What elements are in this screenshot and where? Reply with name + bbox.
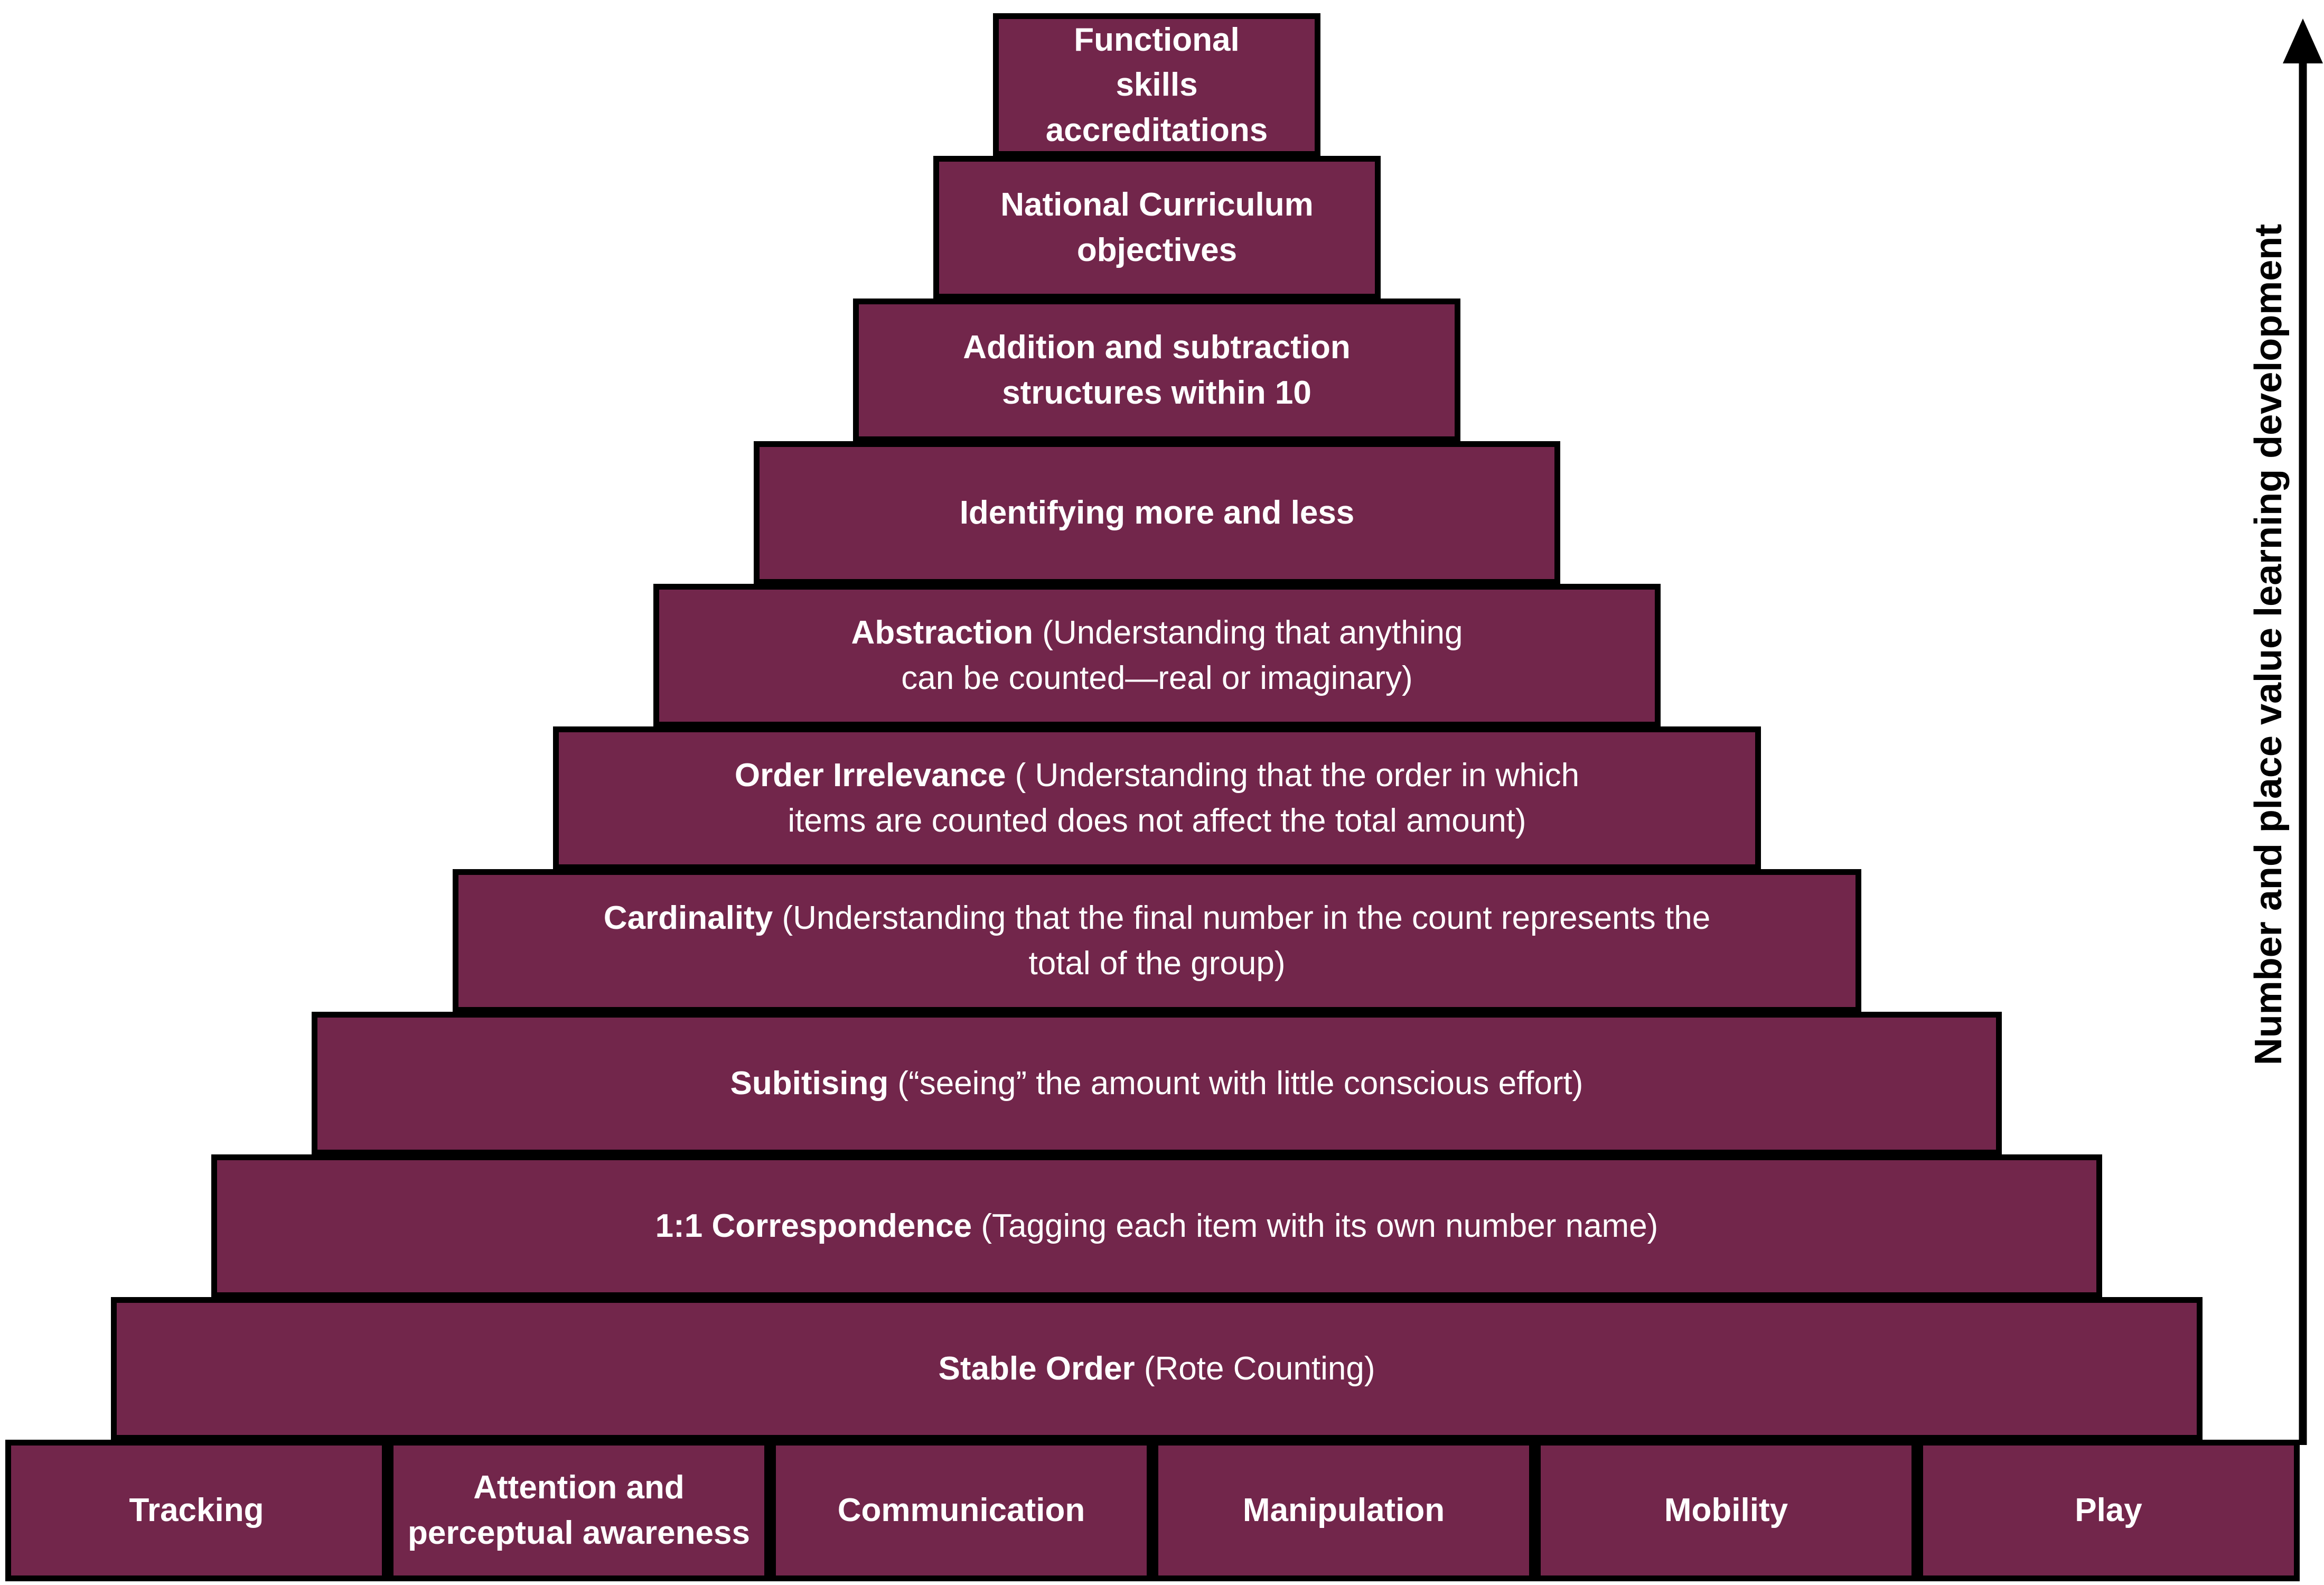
foundation-label: Mobility xyxy=(1664,1492,1788,1529)
pyramid-level-abstraction: Abstraction (Understanding that anything… xyxy=(653,584,1661,728)
foundation-manipulation: Manipulation xyxy=(1152,1440,1535,1581)
arrow-head-icon xyxy=(2283,18,2323,63)
pyramid-level-national-curriculum: National Curriculum objectives xyxy=(933,156,1381,300)
axis-label: Number and place value learning developm… xyxy=(2247,223,2290,1066)
level-title: Subitising xyxy=(730,1065,889,1102)
level-description: (Tagging each item with its own number n… xyxy=(972,1208,1658,1245)
pyramid-level-functional-skills: Functional skills accreditations xyxy=(993,13,1320,157)
foundation-communication: Communication xyxy=(770,1440,1152,1581)
pyramid-level-correspondence: 1:1 Correspondence (Tagging each item wi… xyxy=(211,1154,2102,1298)
level-title: Cardinality xyxy=(603,900,773,937)
foundation-label: Tracking xyxy=(129,1492,264,1529)
level-title: Functional skills accreditations xyxy=(1045,21,1268,148)
pyramid-level-more-and-less: Identifying more and less xyxy=(754,441,1560,585)
pyramid-level-subitising: Subitising (“seeing” the amount with lit… xyxy=(312,1012,2002,1155)
foundation-attention: Attention and perceptual awareness xyxy=(388,1440,770,1581)
level-description: (Understanding that the final number in … xyxy=(773,900,1711,982)
level-title: Identifying more and less xyxy=(959,495,1355,532)
foundation-label: Play xyxy=(2075,1492,2142,1529)
pyramid-level-addition-subtraction: Addition and subtraction structures with… xyxy=(853,299,1460,442)
foundation-tracking: Tracking xyxy=(5,1440,388,1581)
level-title: 1:1 Correspondence xyxy=(655,1208,972,1245)
level-title: National Curriculum objectives xyxy=(1000,187,1314,268)
level-title: Abstraction xyxy=(851,614,1034,651)
level-description: (Rote Counting) xyxy=(1135,1350,1375,1387)
foundation-label: Manipulation xyxy=(1242,1492,1445,1529)
pyramid-level-stable-order: Stable Order (Rote Counting) xyxy=(111,1297,2203,1441)
level-title: Addition and subtraction structures with… xyxy=(963,329,1351,411)
foundation-play: Play xyxy=(1917,1440,2300,1581)
level-description: (“seeing” the amount with little conscio… xyxy=(888,1065,1583,1102)
level-title: Order Irrelevance xyxy=(734,757,1006,794)
level-description: ( Understanding that the order in which … xyxy=(788,757,1580,839)
foundation-mobility: Mobility xyxy=(1535,1440,1917,1581)
foundation-label: Attention and perceptual awareness xyxy=(408,1469,750,1551)
level-title: Stable Order xyxy=(938,1350,1135,1387)
pyramid-level-order-irrelevance: Order Irrelevance ( Understanding that t… xyxy=(553,726,1761,870)
foundation-label: Communication xyxy=(837,1492,1085,1529)
pyramid-level-cardinality: Cardinality (Understanding that the fina… xyxy=(453,869,1861,1013)
level-description: (Understanding that anything can be coun… xyxy=(901,614,1463,696)
